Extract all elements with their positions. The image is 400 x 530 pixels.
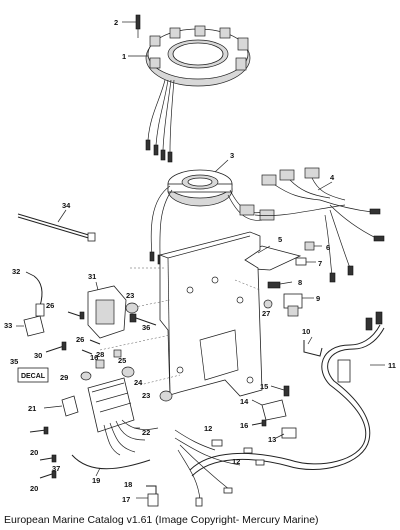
part-18-clip[interactable] xyxy=(146,485,157,496)
callout-19: 19 xyxy=(92,476,100,485)
part-7-grommet[interactable] xyxy=(295,257,316,266)
part-29-grommet[interactable] xyxy=(80,371,92,381)
callout-20b: 20 xyxy=(30,484,38,493)
part-8-connector[interactable] xyxy=(267,281,293,289)
callout-36: 36 xyxy=(142,323,150,332)
callout-24: 24 xyxy=(134,378,143,387)
callout-18: 18 xyxy=(124,480,132,489)
part-27-washer[interactable] xyxy=(263,299,273,309)
part-6-nut[interactable] xyxy=(304,241,322,251)
callout-7: 7 xyxy=(318,259,322,268)
decal-label: DECAL xyxy=(21,373,46,380)
callout-2: 2 xyxy=(114,18,118,27)
part-24-grommet[interactable] xyxy=(121,366,135,378)
callout-12b: 12 xyxy=(232,457,240,466)
callout-10: 10 xyxy=(302,327,310,336)
part-20-screw-upper[interactable] xyxy=(29,426,49,435)
part-1-stator[interactable] xyxy=(128,25,251,163)
callout-23: 23 xyxy=(126,291,134,300)
part-28-nut[interactable] xyxy=(95,359,105,369)
part-14-solenoid[interactable] xyxy=(251,399,287,421)
part-23-grommet-lower[interactable] xyxy=(159,390,173,402)
part-23-grommet-upper[interactable] xyxy=(125,302,139,314)
callout-31: 31 xyxy=(88,272,96,281)
part-17-terminal[interactable] xyxy=(136,493,159,507)
callout-6: 6 xyxy=(326,243,330,252)
callout-3: 3 xyxy=(230,151,234,160)
callout-12: 12 xyxy=(204,424,212,433)
callout-11: 11 xyxy=(388,361,396,370)
callout-33: 33 xyxy=(4,321,12,330)
part-19-ground-wire[interactable] xyxy=(71,454,151,477)
part-26-screw[interactable] xyxy=(67,311,85,320)
part-30-screw[interactable] xyxy=(45,341,67,353)
part-26-screw-lower[interactable] xyxy=(89,339,101,345)
part-34-cable-tie[interactable] xyxy=(17,209,96,242)
part-12-wires[interactable] xyxy=(174,429,265,507)
part-37-screw[interactable] xyxy=(39,454,57,463)
callout-22: 22 xyxy=(142,428,150,437)
callout-5: 5 xyxy=(278,235,282,244)
callout-14: 14 xyxy=(240,397,249,406)
callout-8: 8 xyxy=(298,278,302,287)
callout-29: 29 xyxy=(60,373,68,382)
part-4-harness[interactable] xyxy=(239,167,385,283)
part-15-terminal[interactable] xyxy=(270,385,290,397)
part-16-screw-left[interactable] xyxy=(81,349,93,355)
part-22-switch-box[interactable] xyxy=(87,377,159,456)
callout-4: 4 xyxy=(330,173,335,182)
callout-27: 27 xyxy=(262,309,270,318)
callout-35: 35 xyxy=(10,357,18,366)
part-2-screw[interactable] xyxy=(122,14,141,38)
callout-17: 17 xyxy=(122,495,130,504)
callout-13: 13 xyxy=(268,435,276,444)
callout-25: 25 xyxy=(118,356,126,365)
callout-labels: 1 2 3 4 5 6 7 8 9 10 11 12 12 13 14 15 1… xyxy=(4,18,396,504)
callout-30: 30 xyxy=(34,351,42,360)
callout-1: 1 xyxy=(122,52,126,61)
callout-15: 15 xyxy=(260,382,268,391)
part-25-nut[interactable] xyxy=(113,349,122,358)
part-10-bracket[interactable] xyxy=(303,336,323,357)
callout-9: 9 xyxy=(316,294,320,303)
callout-23b: 23 xyxy=(142,391,150,400)
part-35-decal[interactable]: DECAL xyxy=(17,367,49,383)
part-31-ignition-coil[interactable] xyxy=(87,281,127,339)
callout-21: 21 xyxy=(28,404,36,413)
callout-16: 16 xyxy=(240,421,248,430)
part-21-bracket[interactable] xyxy=(43,395,79,417)
part-13-connector[interactable] xyxy=(275,427,297,439)
callout-26b: 26 xyxy=(76,335,84,344)
part-9-switch[interactable] xyxy=(283,293,314,317)
callout-20: 20 xyxy=(30,448,38,457)
part-33-spark-plug-cap[interactable] xyxy=(16,315,45,337)
part-36-screw[interactable] xyxy=(129,313,157,326)
part-32-spark-plug-lead[interactable] xyxy=(25,271,45,317)
callout-28: 28 xyxy=(96,350,104,359)
callout-26: 26 xyxy=(46,301,54,310)
part-3-trigger[interactable] xyxy=(149,159,263,265)
callout-37: 37 xyxy=(52,464,60,473)
part-20-screw-lower[interactable] xyxy=(39,470,57,479)
callout-32: 32 xyxy=(12,267,20,276)
callout-16b: 16 xyxy=(90,353,98,362)
callout-34: 34 xyxy=(62,201,71,210)
image-caption: European Marine Catalog v1.61 (Image Cop… xyxy=(4,514,319,526)
part-16-screw[interactable] xyxy=(251,419,267,427)
